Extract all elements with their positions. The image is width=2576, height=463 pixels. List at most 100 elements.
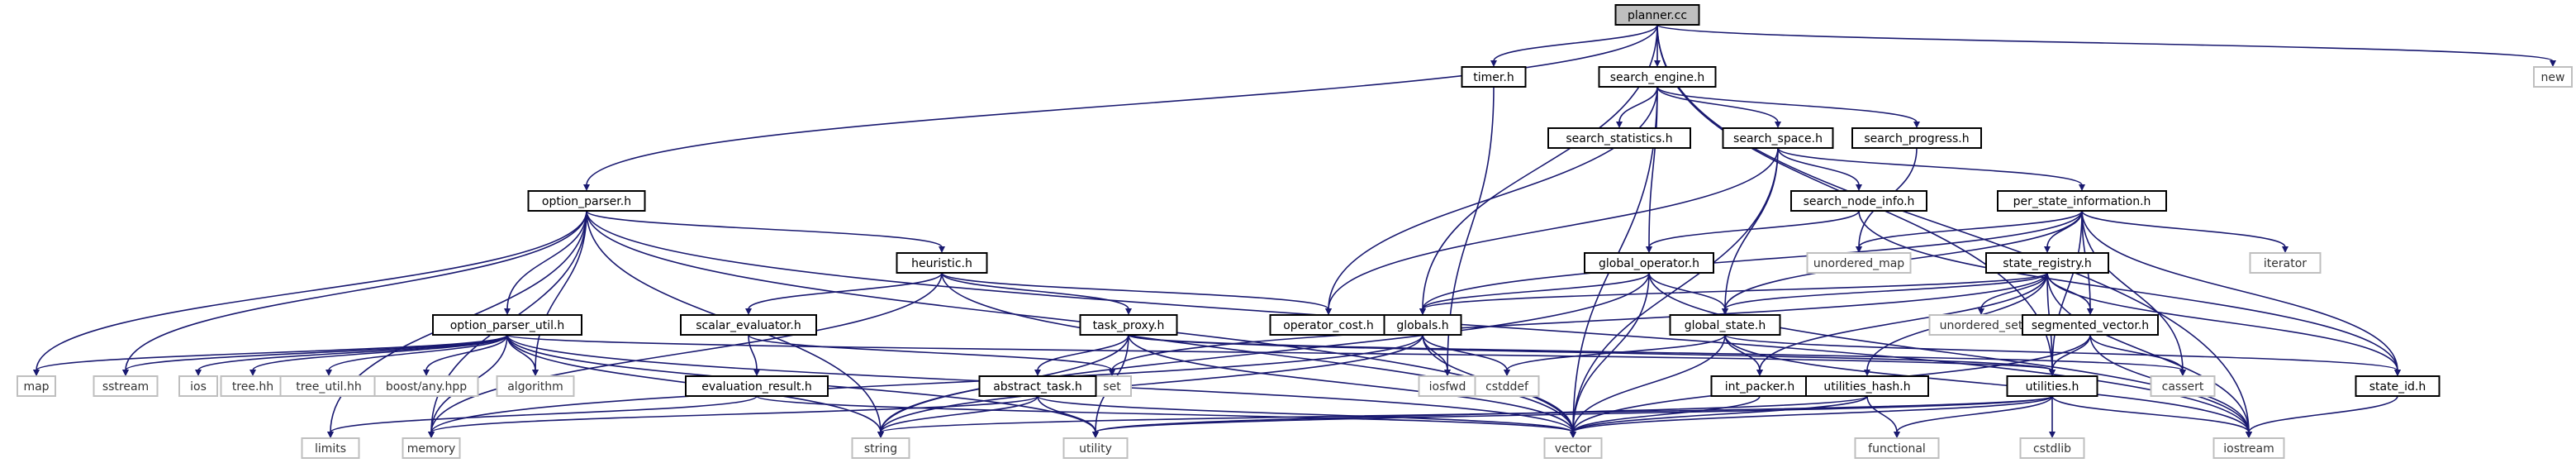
edge-line bbox=[1095, 395, 2053, 433]
edge-search-engine-to-search-space bbox=[1656, 86, 1781, 128]
node-map: map bbox=[17, 375, 56, 397]
node-label: per_state_information.h bbox=[2013, 195, 2151, 208]
edge-line bbox=[506, 210, 587, 310]
node-heuristic[interactable]: heuristic.h bbox=[896, 252, 988, 274]
edge-arrowhead bbox=[2087, 308, 2094, 315]
node-search-engine[interactable]: search_engine.h bbox=[1598, 66, 1717, 88]
edge-per-state-information-to-state-registry bbox=[2044, 210, 2083, 253]
edge-arrowhead bbox=[1864, 370, 1870, 376]
edge-arrowhead bbox=[423, 370, 430, 376]
node-box bbox=[1547, 127, 1691, 149]
node-utilities[interactable]: utilities.h bbox=[2006, 375, 2098, 397]
edge-arrowhead bbox=[428, 432, 435, 438]
edge-planner-to-new bbox=[1656, 24, 2556, 67]
node-state-id[interactable]: state_id.h bbox=[2355, 375, 2441, 397]
node-box bbox=[1997, 190, 2167, 212]
edge-arrowhead bbox=[1444, 370, 1451, 376]
node-segmented-vector[interactable]: segmented_vector.h bbox=[2022, 314, 2159, 336]
edge-arrowhead bbox=[1654, 60, 1661, 67]
edge-line bbox=[1328, 147, 1779, 310]
edge-line bbox=[2081, 210, 2184, 371]
edge-option-parser-util-to-tree-util-hh bbox=[326, 334, 508, 376]
node-label: string bbox=[864, 442, 897, 456]
node-box bbox=[1418, 375, 1477, 397]
node-new: new bbox=[2533, 66, 2573, 88]
edge-arrowhead bbox=[745, 308, 752, 315]
node-state-registry[interactable]: state_registry.h bbox=[1985, 252, 2109, 274]
edge-line bbox=[535, 210, 587, 371]
edge-line bbox=[1422, 210, 2083, 310]
node-label: abstract_task.h bbox=[993, 380, 1082, 394]
edge-option-parser-to-option-parser-util bbox=[504, 210, 587, 315]
node-option-parser[interactable]: option_parser.h bbox=[527, 190, 646, 212]
edge-line bbox=[1759, 272, 2048, 371]
edge-line bbox=[36, 334, 508, 371]
node-option-parser-util[interactable]: option_parser_util.h bbox=[432, 314, 582, 336]
edge-line bbox=[1506, 334, 1726, 371]
node-global-operator[interactable]: global_operator.h bbox=[1584, 252, 1714, 274]
edge-line bbox=[1572, 334, 1726, 433]
edge-line bbox=[1656, 86, 1918, 123]
node-label: search_engine.h bbox=[1610, 71, 1705, 84]
node-search-space[interactable]: search_space.h bbox=[1722, 127, 1834, 149]
edge-planner-to-timer bbox=[1490, 24, 1658, 67]
node-box bbox=[93, 375, 159, 397]
edge-line bbox=[125, 210, 587, 371]
node-label: boost/any.hpp bbox=[386, 380, 467, 394]
node-globals[interactable]: globals.h bbox=[1383, 314, 1462, 336]
edge-line bbox=[197, 334, 508, 371]
node-label: new bbox=[2541, 71, 2565, 84]
node-search-progress[interactable]: search_progress.h bbox=[1851, 127, 1982, 149]
node-box bbox=[220, 375, 286, 397]
edge-per-state-information-to-unordered-map bbox=[1856, 210, 2083, 253]
edge-global-state-to-int-packer bbox=[1724, 334, 1763, 376]
node-label: globals.h bbox=[1396, 319, 1448, 332]
node-int-packer[interactable]: int_packer.h bbox=[1710, 375, 1809, 397]
node-search-statistics[interactable]: search_statistics.h bbox=[1547, 127, 1691, 149]
node-timer[interactable]: timer.h bbox=[1461, 66, 1527, 88]
edge-heuristic-to-memory bbox=[428, 272, 943, 438]
node-label: heuristic.h bbox=[911, 257, 972, 270]
node-evaluation-result[interactable]: evaluation_result.h bbox=[685, 375, 829, 397]
edge-line bbox=[1724, 334, 2250, 433]
node-global-state[interactable]: global_state.h bbox=[1669, 314, 1781, 336]
edge-task-proxy-to-abstract-task bbox=[1034, 334, 1129, 376]
edge-line bbox=[1648, 272, 1726, 310]
node-utilities-hash[interactable]: utilities_hash.h bbox=[1805, 375, 1929, 397]
edge-line bbox=[430, 395, 1038, 433]
edge-line bbox=[1858, 210, 2398, 371]
edge-line bbox=[748, 272, 943, 310]
node-box bbox=[2019, 437, 2085, 459]
node-iterator: iterator bbox=[2249, 252, 2322, 274]
node-box bbox=[680, 314, 817, 336]
node-vector: vector bbox=[1543, 437, 1603, 459]
node-box bbox=[1079, 314, 1178, 336]
edge-arrowhead bbox=[327, 432, 334, 438]
node-scalar-evaluator[interactable]: scalar_evaluator.h bbox=[680, 314, 817, 336]
edge-arrowhead bbox=[2550, 60, 2556, 67]
edge-line bbox=[328, 334, 508, 371]
node-label: unordered_map bbox=[1813, 257, 1904, 270]
node-label: scalar_evaluator.h bbox=[696, 319, 801, 332]
node-abstract-task[interactable]: abstract_task.h bbox=[978, 375, 1097, 397]
node-per-state-information[interactable]: per_state_information.h bbox=[1997, 190, 2167, 212]
node-label: search_statistics.h bbox=[1566, 132, 1672, 146]
edge-arrowhead bbox=[2179, 370, 2186, 376]
edge-line bbox=[586, 24, 1658, 186]
edge-arrowhead bbox=[583, 184, 590, 191]
edge-heuristic-to-scalar-evaluator bbox=[745, 272, 943, 315]
node-box bbox=[2022, 314, 2159, 336]
edge-state-id-to-iostream bbox=[2246, 395, 2398, 438]
node-search-node-info[interactable]: search_node_info.h bbox=[1790, 190, 1927, 212]
edge-line bbox=[1724, 272, 2048, 310]
node-tree-hh: tree.hh bbox=[220, 375, 286, 397]
node-task-proxy[interactable]: task_proxy.h bbox=[1079, 314, 1178, 336]
node-planner[interactable]: planner.cc bbox=[1614, 4, 1700, 26]
node-box bbox=[1474, 375, 1540, 397]
edge-global-state-to-cstddef bbox=[1504, 334, 1726, 376]
edge-state-registry-to-set bbox=[1109, 272, 2048, 376]
node-operator-cost[interactable]: operator_cost.h bbox=[1269, 314, 1388, 336]
node-label: unordered_set bbox=[1940, 319, 2023, 332]
node-ios: ios bbox=[178, 375, 218, 397]
edge-line bbox=[756, 395, 1574, 433]
